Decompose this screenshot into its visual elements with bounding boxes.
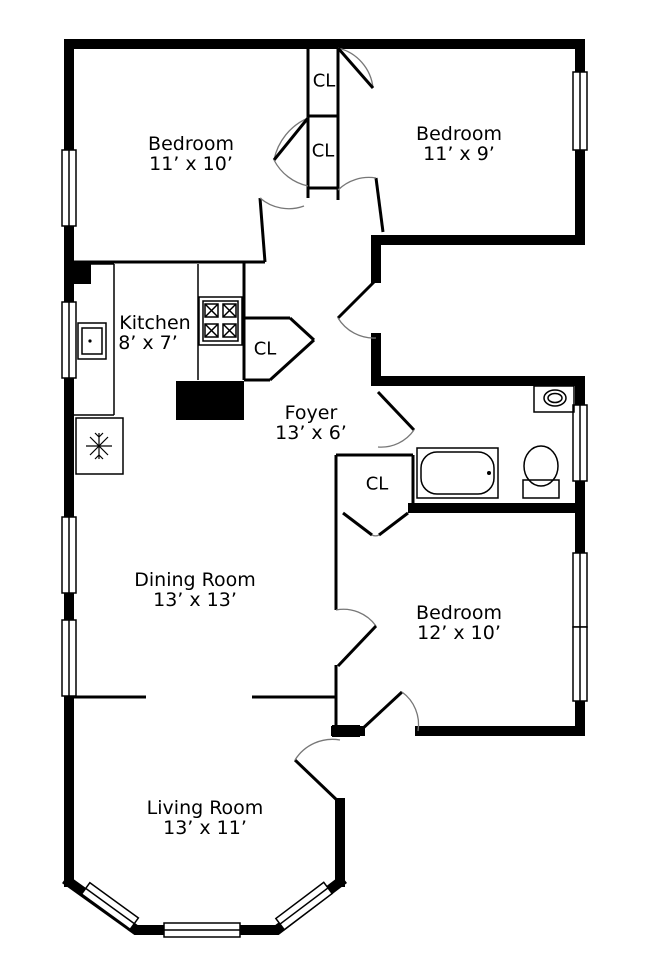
room-label-dining: Dining Room 13’ x 13’	[134, 570, 255, 610]
room-name: Dining Room	[134, 569, 256, 591]
room-label-living: Living Room 13’ x 11’	[147, 798, 264, 838]
room-size: 11’ x 9’	[423, 143, 495, 165]
kitchen-island	[176, 381, 244, 420]
room-label-kitchen: Kitchen 8’ x 7’	[118, 312, 191, 353]
bathroom-sink-icon	[533, 385, 575, 413]
room-size: 13’ x 13’	[153, 589, 237, 611]
room-label-foyer: Foyer 13’ x 6’	[275, 403, 347, 443]
bathroom-fixtures	[416, 385, 575, 499]
room-name: Bedroom	[416, 123, 502, 145]
room-size: 13’ x 6’	[275, 422, 347, 444]
room-name: Bedroom	[416, 602, 502, 624]
stove-icon	[198, 296, 243, 346]
room-label-bedroom-nw: Bedroom 11’ x 10’	[148, 134, 234, 174]
closet-label-mid: CL	[311, 140, 335, 162]
room-label-bedroom-se: Bedroom 12’ x 10’	[416, 603, 502, 643]
room-name: Kitchen	[119, 312, 191, 334]
room-name: Bedroom	[148, 133, 234, 155]
closet-label-kitchen: CL	[253, 338, 277, 360]
kitchen-fixtures	[74, 263, 244, 475]
interior-walls	[69, 48, 585, 737]
room-name: Living Room	[146, 797, 264, 819]
refrigerator-icon	[75, 417, 124, 475]
room-size: 8’ x 7’	[118, 332, 178, 354]
room-label-bedroom-ne: Bedroom 11’ x 9’	[416, 124, 502, 164]
room-size: 11’ x 10’	[149, 153, 233, 175]
toilet-icon	[522, 445, 560, 499]
doors	[258, 47, 420, 805]
closet-label-top: CL	[312, 70, 336, 92]
exterior-walls	[62, 39, 585, 935]
kitchen-sink-icon	[77, 322, 107, 360]
room-name: Foyer	[284, 402, 338, 424]
room-size: 12’ x 10’	[417, 622, 501, 644]
windows	[61, 71, 588, 938]
room-size: 13’ x 11’	[163, 817, 247, 839]
closet-label-bath: CL	[365, 473, 389, 495]
bathtub-icon	[416, 447, 499, 499]
